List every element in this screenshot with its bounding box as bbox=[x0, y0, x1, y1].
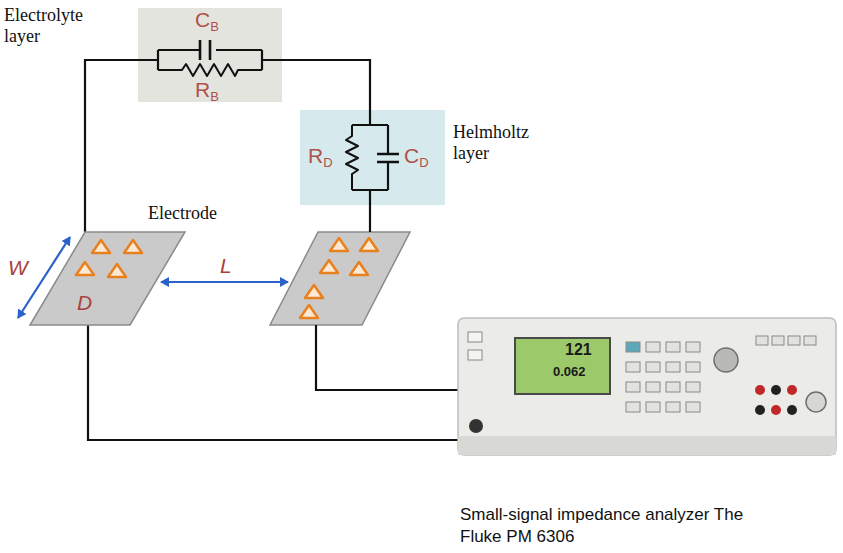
electrode-drawing bbox=[30, 232, 185, 325]
component-label: CB bbox=[195, 8, 219, 39]
button bbox=[666, 382, 680, 392]
symbol-subscript: B bbox=[210, 19, 219, 34]
terminal bbox=[771, 405, 781, 415]
wire bbox=[316, 325, 458, 390]
layer-heading: Electrolyte layer bbox=[4, 5, 100, 47]
wire bbox=[369, 205, 371, 232]
analyzer-base bbox=[458, 436, 836, 455]
particle bbox=[124, 240, 142, 253]
component-label: RD bbox=[308, 144, 333, 175]
button bbox=[666, 342, 680, 352]
component-label: CD bbox=[404, 144, 429, 175]
button bbox=[666, 402, 680, 412]
symbol-subscript: B bbox=[210, 89, 219, 104]
electrolyte-layer-band: Electrolyte layerCBRB bbox=[138, 8, 282, 102]
capacitor-symbol bbox=[200, 40, 210, 60]
button bbox=[686, 362, 700, 372]
dimension-label: L bbox=[220, 254, 232, 278]
button bbox=[686, 342, 700, 352]
terminal bbox=[787, 405, 797, 415]
terminal bbox=[755, 405, 765, 415]
component-label: RB bbox=[195, 78, 219, 109]
connector-socket bbox=[806, 392, 826, 412]
symbol-letter: R bbox=[195, 78, 210, 101]
terminal bbox=[755, 385, 765, 395]
impedance-analyzer: Small-signal impedance analyzer The Fluk… bbox=[458, 318, 836, 455]
button bbox=[788, 336, 800, 345]
dimension-label: W bbox=[8, 256, 28, 280]
button bbox=[646, 342, 660, 352]
terminal bbox=[787, 385, 797, 395]
button bbox=[686, 402, 700, 412]
symbol-letter: R bbox=[308, 144, 323, 167]
power-button bbox=[469, 419, 483, 433]
display-reading: 0.062 bbox=[553, 364, 586, 379]
terminal bbox=[771, 385, 781, 395]
symbol-letter: C bbox=[195, 8, 210, 31]
particle bbox=[92, 240, 110, 253]
lcd-display bbox=[515, 338, 610, 394]
layer-heading: Helmholtz layer bbox=[453, 122, 553, 164]
right-electrode bbox=[270, 232, 410, 325]
button bbox=[646, 382, 660, 392]
button bbox=[626, 382, 640, 392]
analyzer-caption: Small-signal impedance analyzer The Fluk… bbox=[460, 504, 750, 548]
particle bbox=[76, 262, 94, 275]
analyzer-body bbox=[458, 318, 836, 455]
button bbox=[666, 362, 680, 372]
helmholtz-layer-band: RDCDHelmholtz layer bbox=[300, 110, 445, 205]
capacitor-symbol bbox=[377, 154, 399, 162]
button bbox=[626, 362, 640, 372]
button bbox=[646, 402, 660, 412]
button bbox=[756, 336, 768, 345]
particles bbox=[300, 238, 378, 318]
knob bbox=[714, 348, 738, 372]
display-reading: 121 bbox=[565, 341, 592, 359]
wire bbox=[85, 60, 138, 232]
button bbox=[468, 350, 482, 360]
symbol-subscript: D bbox=[419, 155, 428, 170]
impedance-analyzer-drawing bbox=[458, 318, 836, 455]
electrode-label: Electrode bbox=[148, 203, 217, 224]
button bbox=[646, 362, 660, 372]
button bbox=[468, 332, 482, 342]
symbol-letter: C bbox=[404, 144, 419, 167]
dimension-label: D bbox=[77, 291, 92, 315]
electrode-plate bbox=[30, 232, 185, 325]
symbol-subscript: D bbox=[323, 155, 332, 170]
button bbox=[772, 336, 784, 345]
wire bbox=[88, 325, 458, 440]
dimension-arrow bbox=[161, 281, 288, 283]
button bbox=[626, 342, 640, 352]
button bbox=[686, 382, 700, 392]
wire bbox=[282, 60, 370, 110]
resistor-symbol bbox=[158, 64, 262, 76]
button bbox=[626, 402, 640, 412]
button bbox=[804, 336, 816, 345]
particle bbox=[108, 264, 126, 277]
resistor-symbol bbox=[346, 125, 358, 190]
electrode: Electrode bbox=[30, 232, 185, 325]
